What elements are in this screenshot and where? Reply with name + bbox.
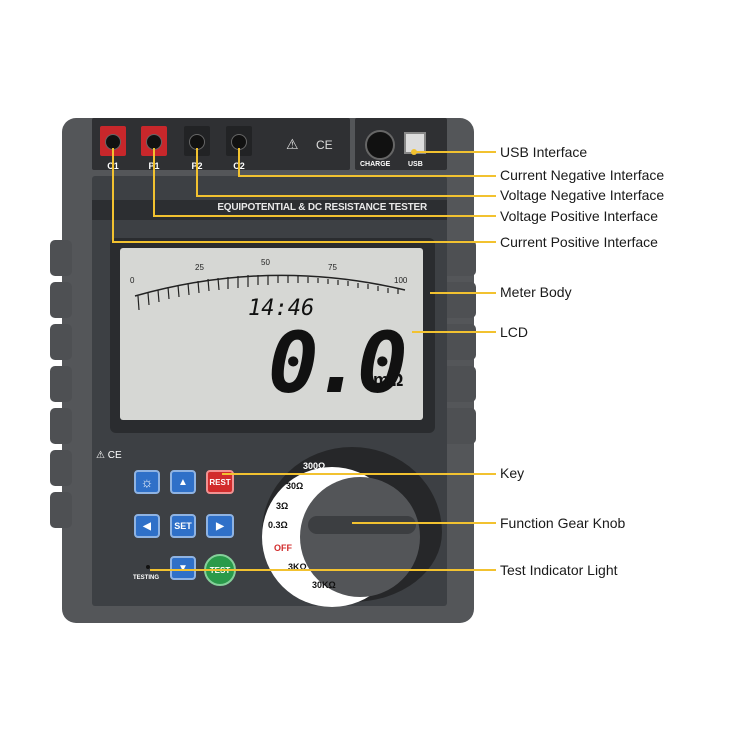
analog-scale xyxy=(134,274,406,311)
callout-line-key xyxy=(222,473,496,475)
up-button[interactable]: ▲ xyxy=(170,470,196,494)
callout-line-body xyxy=(430,292,496,294)
callout-line-usb xyxy=(414,151,496,153)
grip-right-5 xyxy=(442,408,476,444)
grip-left-6 xyxy=(50,450,72,486)
callout-meter-body: Meter Body xyxy=(500,284,572,300)
right-button[interactable]: ▶ xyxy=(206,514,234,538)
grip-left-1 xyxy=(50,240,72,276)
grip-left-4 xyxy=(50,366,72,402)
left-button[interactable]: ◀ xyxy=(134,514,160,538)
grip-right-1 xyxy=(442,240,476,276)
grip-right-3 xyxy=(442,324,476,360)
terminal-panel xyxy=(92,118,350,170)
device-title: EQUIPOTENTIAL & DC RESISTANCE TESTER xyxy=(217,202,427,213)
callout-line-c1-v xyxy=(112,148,114,242)
function-gear-knob[interactable] xyxy=(300,477,420,597)
callout-current-negative: Current Negative Interface xyxy=(500,167,665,183)
range-30k-ohm: 30KΩ xyxy=(312,580,336,590)
range-3-ohm: 3Ω xyxy=(276,501,289,511)
callout-line-lcd xyxy=(412,331,496,333)
charge-label: CHARGE xyxy=(360,161,391,168)
callout-line-p1-v xyxy=(153,148,155,216)
jack-c1[interactable] xyxy=(100,126,126,156)
ce-mark: CE xyxy=(316,138,333,152)
grip-left-3 xyxy=(50,324,72,360)
lcd-unit: mΩ xyxy=(373,370,404,390)
lcd-time: 14:46 xyxy=(248,296,315,321)
callout-line-c2-h xyxy=(238,175,496,177)
range-3k-ohm: 3KΩ xyxy=(288,562,307,572)
callout-function-gear-knob: Function Gear Knob xyxy=(500,515,626,531)
down-button[interactable]: ▼ xyxy=(170,556,196,580)
scale-tick-25: 25 xyxy=(195,263,204,272)
lcd-reading: 0.0 xyxy=(268,314,408,412)
keypad-marks: ⚠ CE xyxy=(96,450,122,461)
usb-label: USB xyxy=(408,161,423,168)
warning-icon: ⚠ xyxy=(286,136,299,152)
test-indicator-light xyxy=(146,565,150,569)
backlight-button[interactable]: ☼ xyxy=(134,470,160,494)
scale-tick-0: 0 xyxy=(130,276,135,285)
lcd xyxy=(120,248,423,420)
callout-line-c2-v xyxy=(238,148,240,176)
callout-line-p2-v xyxy=(196,148,198,196)
range-0-3-ohm: 0.3Ω xyxy=(268,520,288,530)
grip-right-4 xyxy=(442,366,476,402)
callout-current-positive: Current Positive Interface xyxy=(500,234,658,250)
callout-key: Key xyxy=(500,465,525,481)
knob-grip[interactable] xyxy=(308,516,416,534)
callout-line-c1-h xyxy=(112,241,496,243)
charge-port[interactable] xyxy=(365,130,395,160)
grip-right-2 xyxy=(442,282,476,318)
callout-line-p2-h xyxy=(196,195,496,197)
callout-line-p1-h xyxy=(153,215,496,217)
grip-left-2 xyxy=(50,282,72,318)
callout-dot-usb xyxy=(411,149,417,155)
grip-left-7 xyxy=(50,492,72,528)
callout-test-indicator-light: Test Indicator Light xyxy=(500,562,618,578)
callout-line-knob xyxy=(352,522,496,524)
callout-lcd: LCD xyxy=(500,324,529,340)
scale-tick-75: 75 xyxy=(328,263,337,272)
scale-tick-50: 50 xyxy=(261,258,270,267)
range-300-ohm: 300Ω xyxy=(303,461,326,471)
range-30-ohm: 30Ω xyxy=(286,481,304,491)
callout-voltage-negative: Voltage Negative Interface xyxy=(500,187,665,203)
set-button[interactable]: SET xyxy=(170,514,196,538)
callout-usb-interface: USB Interface xyxy=(500,144,588,160)
callout-line-indicator xyxy=(150,569,496,571)
scale-tick-100: 100 xyxy=(394,276,408,285)
grip-left-5 xyxy=(50,408,72,444)
testing-label: TESTING xyxy=(133,575,160,581)
callout-voltage-positive: Voltage Positive Interface xyxy=(500,208,658,224)
range-off: OFF xyxy=(274,543,292,553)
